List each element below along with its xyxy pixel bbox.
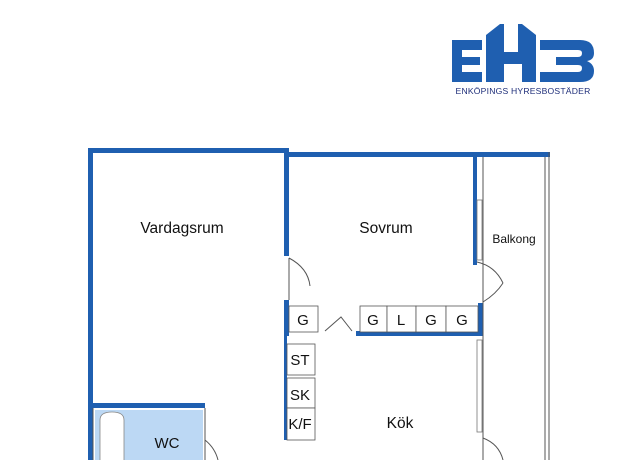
cabinet-g2: G xyxy=(425,312,437,329)
cabinet-st-box xyxy=(286,343,316,376)
cabinet-kf: K/F xyxy=(288,416,311,433)
room-wc: WC xyxy=(155,435,180,452)
cabinet-sk: SK xyxy=(290,387,310,404)
wc-fixture xyxy=(99,411,125,460)
cabinet-hall-g: G xyxy=(297,312,309,329)
walls xyxy=(88,148,550,460)
room-vardagsrum: Vardagsrum xyxy=(140,220,223,237)
cabinet-l: L xyxy=(397,312,405,329)
cabinet-g2-box xyxy=(415,305,447,333)
cabinet-g3: G xyxy=(456,312,468,329)
brand-name: ENKÖPINGS HYRESBOSTÄDER xyxy=(455,86,591,96)
room-sovrum: Sovrum xyxy=(359,220,412,237)
room-kok: Kök xyxy=(387,415,414,432)
cabinet-g1-box xyxy=(359,305,388,333)
room-balkong: Balkong xyxy=(492,232,535,246)
cabinets xyxy=(286,305,479,441)
cabinet-g1: G xyxy=(367,312,379,329)
thin-walls xyxy=(92,152,550,460)
windows xyxy=(476,199,483,433)
doors xyxy=(204,257,504,460)
ehb-logo xyxy=(452,24,594,82)
cabinet-hall-g-box xyxy=(288,305,319,333)
cabinet-kf-box xyxy=(286,407,316,441)
cabinet-st: ST xyxy=(290,352,309,369)
cabinet-l-box xyxy=(386,305,417,333)
cabinet-g3-box xyxy=(445,305,479,333)
